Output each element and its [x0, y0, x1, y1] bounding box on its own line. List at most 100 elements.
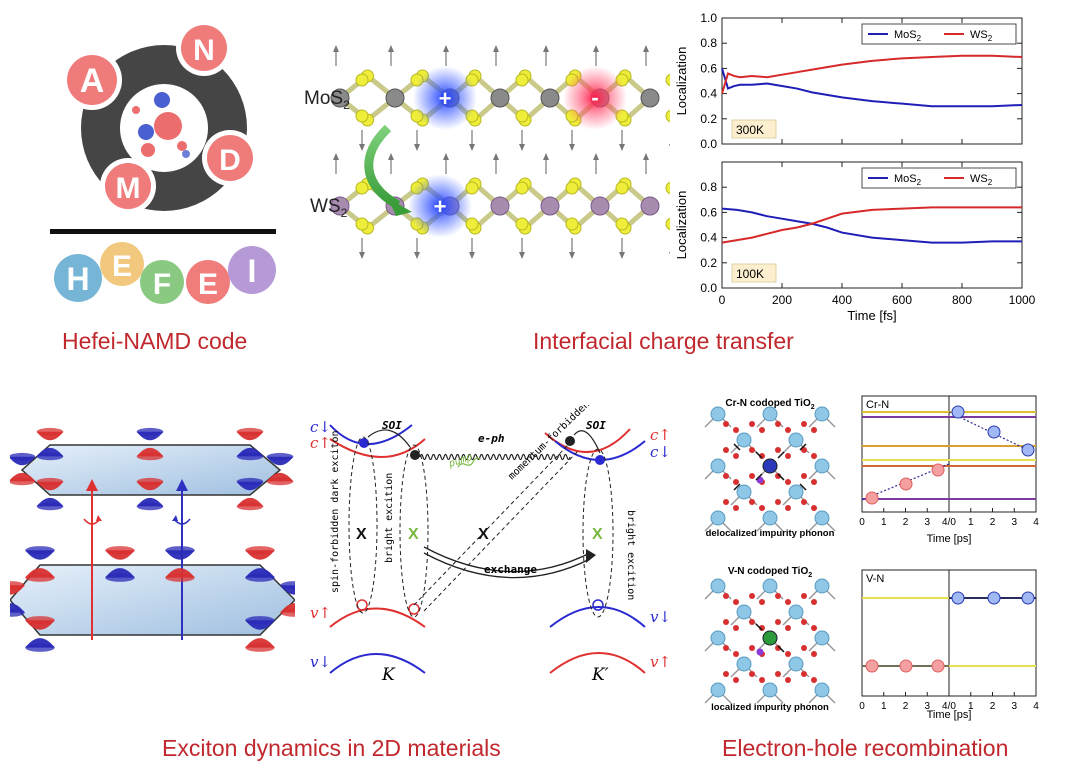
- svg-text:MoS2: MoS2: [304, 88, 350, 112]
- valley-cone: [245, 616, 275, 652]
- caption-recomb: Electron-hole recombination: [722, 735, 1009, 761]
- time-tick-label: 1: [881, 517, 887, 528]
- logo-letter-d: D: [202, 130, 258, 186]
- bottom-hexagon: [9, 564, 297, 636]
- time-tick-label: 4/0: [942, 701, 956, 712]
- soi-arrow-kp: [573, 430, 601, 454]
- kp-cond-band-up: [544, 428, 631, 454]
- legend-entry: WS2: [970, 29, 993, 43]
- time-tick-label: 3: [1011, 517, 1017, 528]
- label-v-up: v↑: [310, 604, 331, 622]
- label-kp-v-down: v↓: [650, 608, 671, 626]
- time-tick-label: 1: [968, 517, 974, 528]
- logo-letter-n: N: [176, 20, 232, 76]
- momentum-exciton-line-1: [413, 444, 569, 606]
- svg-text:N: N: [193, 34, 215, 67]
- transfer-arrow: [364, 124, 401, 209]
- hole-kp: [592, 599, 604, 611]
- label-bright-kp: bright excition: [625, 510, 636, 600]
- y-tick-label: 0.2: [700, 112, 717, 126]
- exciton-x-bright: X: [408, 526, 419, 543]
- mos2-label: MoS: [304, 88, 343, 109]
- time-tick-label: 4: [1033, 517, 1039, 528]
- pump-wave: [457, 457, 481, 468]
- bz-panel: [0, 415, 310, 690]
- temperature-annotation: 100K: [736, 267, 764, 281]
- svg-text:Cr-N codoped TiO2: Cr-N codoped TiO2: [725, 398, 814, 411]
- label-exchange: exchange: [484, 563, 537, 576]
- plus-sign-ws2: +: [434, 194, 447, 219]
- valley-cone: [266, 452, 294, 486]
- time-tick-label: 2: [903, 701, 909, 712]
- crn-xlabel: Time [ps]: [927, 533, 972, 545]
- label-kp-v-up: v↑: [650, 653, 671, 671]
- time-tick-label: 0: [859, 701, 865, 712]
- exciton-ellipse-2: [399, 444, 429, 618]
- valley-cone: [8, 452, 36, 486]
- vn-xlabel: Time [ps]: [927, 709, 972, 721]
- y-tick-label: 0.6: [700, 205, 717, 219]
- valley-cone: [136, 477, 164, 511]
- y-axis-label: Localization: [674, 191, 689, 260]
- label-soi-k: SOI: [382, 419, 402, 432]
- label-kp-c-up: c↑: [650, 426, 671, 444]
- label-kp-c-down: c↓: [650, 443, 671, 461]
- time-tick-label: 2: [903, 517, 909, 528]
- label-k: K: [381, 665, 396, 685]
- time-tick-label: 3: [924, 517, 930, 528]
- label-eph: e-ph: [478, 432, 505, 445]
- label-c-down: c↓: [310, 418, 331, 436]
- caption-exciton: Exciton dynamics in 2D materials: [162, 735, 501, 761]
- namd-logo: A N M D H E F E I: [50, 20, 276, 304]
- time-tick-label: 3: [924, 701, 930, 712]
- brillouin-zone-diagram: [0, 427, 310, 652]
- namd-logo-panel: A N M D H E F E I: [40, 20, 290, 310]
- x-tick-label: 1000: [1009, 293, 1036, 307]
- k-val-band-up: [329, 607, 426, 628]
- series-line: [721, 68, 1023, 108]
- ws2-label: WS: [310, 196, 341, 217]
- ws2-layer: [330, 153, 679, 259]
- time-tick-label: 1: [968, 701, 974, 712]
- time-tick-label: 3: [1011, 701, 1017, 712]
- svg-text:I: I: [248, 253, 257, 289]
- series-line: [721, 54, 1023, 94]
- valley-cone: [36, 477, 64, 511]
- valley-cone: [165, 546, 195, 582]
- svg-text:E: E: [198, 268, 218, 301]
- svg-text:WS2: WS2: [310, 196, 348, 220]
- electron-kp-down: [595, 455, 605, 465]
- caption-namd: Hefei-NAMD code: [62, 328, 248, 354]
- valley-cone: [236, 477, 264, 511]
- eph-wave: [419, 453, 571, 461]
- caption-transfer: Interfacial charge transfer: [533, 328, 794, 354]
- x-tick-label: 600: [892, 293, 912, 307]
- y-tick-label: 0.4: [700, 87, 717, 101]
- svg-text:A: A: [80, 62, 105, 100]
- valley-cone: [36, 427, 64, 461]
- time-tick-label: 2: [990, 517, 996, 528]
- svg-text:H: H: [66, 261, 89, 297]
- heterostructure-diagram: + - + MoS2 WS2: [304, 45, 679, 259]
- crn-title: Cr-N codoped TiO: [725, 398, 811, 409]
- vn-plot: V-N: [861, 569, 1037, 697]
- crn-caption: delocalized impurity phonon: [706, 528, 835, 539]
- y-tick-label: 1.0: [700, 11, 717, 25]
- plus-sign: +: [439, 86, 452, 111]
- y-tick-label: 0.6: [700, 61, 717, 75]
- y-tick-label: 0.0: [700, 281, 717, 295]
- logo-letter-a: A: [62, 50, 122, 110]
- svg-text:V-N codoped TiO2: V-N codoped TiO2: [728, 566, 812, 579]
- kp-val-band-up: [549, 652, 646, 674]
- y-tick-label: 0.0: [700, 137, 717, 151]
- label-v-down: v↓: [310, 653, 331, 671]
- exciton-ellipse-1: [348, 436, 378, 614]
- valley-cone: [136, 427, 164, 461]
